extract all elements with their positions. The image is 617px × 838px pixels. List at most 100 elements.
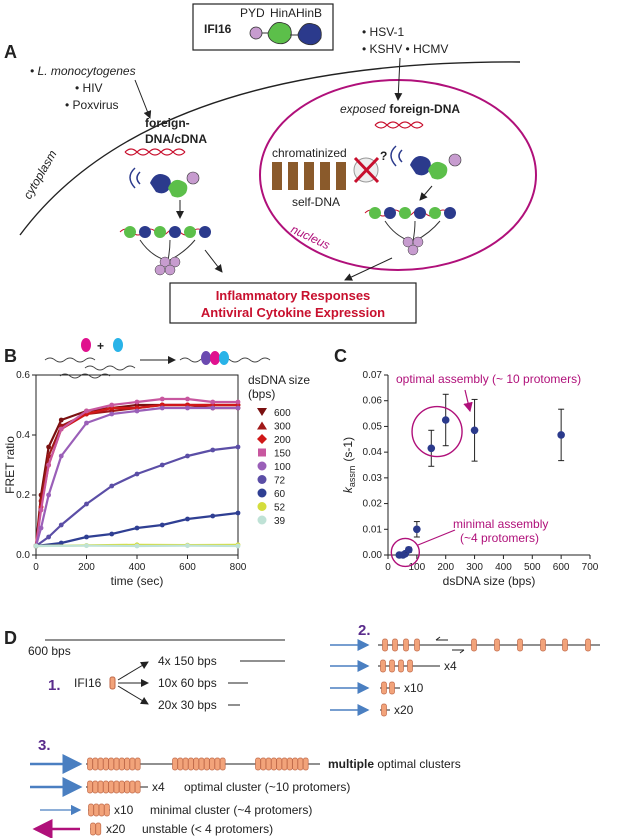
dna-150-with-protomers [378, 659, 440, 673]
data-point-150 [58, 426, 64, 432]
protomer [97, 780, 104, 794]
chromatin-icon [272, 162, 346, 190]
protomer [87, 780, 93, 794]
y-axis-label: FRET ratio [3, 436, 17, 494]
y-tick-label: 0.06 [363, 396, 383, 407]
nuc-ifi16-filament-icon [364, 207, 456, 256]
data-point-150 [210, 399, 216, 405]
data-point-72 [185, 453, 190, 459]
outcome-multiple: multiple optimal clusters [328, 757, 461, 771]
mult-x10: x10 [404, 681, 424, 695]
protomer [389, 681, 395, 695]
x-tick-label: 600 [179, 562, 196, 573]
y-tick-label: 0.01 [363, 524, 383, 535]
data-point-72 [46, 534, 52, 540]
y-tick-label: 0.00 [363, 550, 383, 561]
nuc-dna-helix-icon [374, 121, 424, 129]
pathogen-3: • Poxvirus [65, 98, 119, 112]
protomer [414, 638, 420, 652]
question-mark: ? [380, 149, 387, 163]
protomer [103, 780, 109, 794]
split-150: 4x 150 bps [158, 654, 217, 668]
response-line2: Antiviral Cytokine Expression [201, 305, 385, 320]
x-tick-label: 300 [466, 562, 483, 573]
hina-domain-icon [267, 22, 292, 45]
x-axis-label: dsDNA size (bps) [443, 574, 536, 588]
data-point-39 [134, 543, 140, 549]
data-point-100 [235, 405, 241, 411]
hina-label: HinA [270, 6, 296, 20]
protomer [209, 757, 215, 771]
data-point [470, 426, 479, 435]
data-point-100 [84, 420, 89, 426]
x-axis-label: time (sec) [111, 574, 164, 588]
step2-label: 2. [358, 622, 371, 639]
y-tick-label: 0.6 [16, 370, 30, 381]
hinb-domain-icon [297, 23, 322, 46]
ifi16-filament-icon [119, 226, 211, 276]
x-tick-label: 0 [385, 562, 391, 573]
data-point-100 [38, 525, 44, 531]
pathogen-2: • HIV [75, 81, 103, 95]
ifi16-title: IFI16 [204, 22, 232, 36]
data-point-60 [84, 534, 89, 540]
minimal-annotation-1: minimal assembly [453, 517, 548, 531]
legend-title: dsDNA size [248, 373, 310, 387]
legend-marker [257, 488, 267, 498]
protomer [297, 757, 304, 771]
data-point-150 [38, 507, 44, 513]
y-tick-label: 0.02 [363, 499, 383, 510]
split-30: 20x 30 bps [158, 698, 217, 712]
legend-marker [257, 502, 267, 511]
mult-x4: x4 [444, 659, 457, 673]
panel-c-label: C [334, 346, 347, 366]
cell-membrane [19, 61, 521, 236]
optimal-annotation: optimal assembly (~ 10 protomers) [396, 372, 581, 386]
step3-label: 3. [38, 737, 51, 754]
legend-label-150: 150 [274, 449, 291, 460]
legend-label-52: 52 [274, 503, 286, 514]
unstable-cluster-icon [90, 822, 102, 836]
data-point-60 [109, 531, 115, 537]
data-point-150 [185, 396, 190, 402]
protomer [562, 638, 568, 652]
legend-unit: (bps) [248, 387, 275, 401]
protomer [188, 757, 194, 771]
protomer [286, 757, 293, 771]
series-line-72 [35, 445, 239, 547]
step1-label: 1. [48, 677, 61, 694]
protomer [92, 757, 99, 771]
data-point-150 [235, 399, 241, 405]
protomer [90, 822, 96, 836]
pyd-domain-icon [249, 26, 263, 40]
protomer [88, 803, 94, 817]
protomer [494, 638, 500, 652]
legend-marker [257, 408, 267, 416]
y-tick-label: 0.04 [363, 447, 383, 458]
data-point-72 [159, 462, 165, 468]
protomer [198, 757, 205, 771]
protomer [118, 780, 125, 794]
outcome-x4-mult: x4 [152, 780, 165, 794]
dna-30-with-protomers [380, 703, 390, 717]
x-tick-label: 400 [129, 562, 146, 573]
protomer [124, 780, 130, 794]
nucleus-outline [259, 79, 537, 271]
protomer [98, 803, 105, 817]
data-point-72 [134, 471, 140, 477]
protomer [517, 638, 523, 652]
y-tick-label: 0.05 [363, 421, 383, 432]
data-point-60 [134, 525, 140, 531]
protomer [302, 757, 309, 771]
protomer [134, 780, 141, 794]
y-tick-label: 0.4 [16, 430, 30, 441]
protomer [108, 780, 115, 794]
protomer [407, 659, 413, 673]
protomer [392, 638, 398, 652]
legend-marker [257, 515, 267, 525]
panel-d-label: D [4, 628, 17, 648]
outcome-x20-mult: x20 [106, 822, 126, 836]
optimal-cluster-icon [86, 780, 148, 794]
chromatinized-label: chromatinized [272, 146, 347, 160]
